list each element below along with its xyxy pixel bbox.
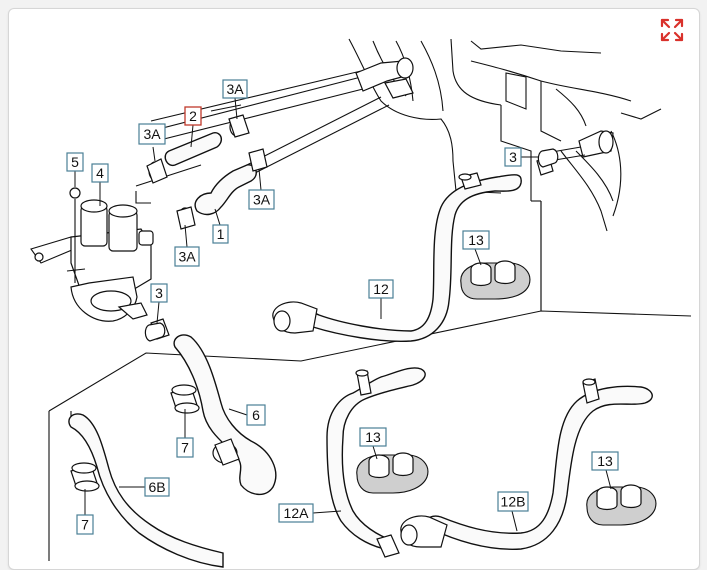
callout-3a-right: 3A: [248, 189, 275, 210]
svg-text:7: 7: [181, 440, 189, 456]
svg-text:1: 1: [217, 226, 225, 242]
grommet-13-right: [586, 484, 657, 526]
svg-text:5: 5: [71, 154, 79, 170]
callout-labels: 1 2 3A 3A 3A: [66, 79, 619, 535]
heater-hose-diagram: 1 2 3A 3A 3A: [30, 38, 692, 568]
svg-text:4: 4: [96, 165, 104, 181]
callout-6: 6: [246, 404, 266, 426]
callout-12: 12: [368, 279, 394, 299]
callout-3-right: 3: [504, 147, 522, 167]
callout-12a: 12A: [278, 503, 314, 523]
svg-text:3: 3: [509, 149, 517, 165]
grommet-13-top: [460, 260, 531, 300]
svg-text:3A: 3A: [178, 249, 196, 265]
callout-3-pump: 3: [150, 283, 168, 303]
hose-1: [176, 148, 268, 230]
svg-text:13: 13: [597, 453, 613, 469]
svg-text:13: 13: [468, 232, 484, 248]
svg-text:12B: 12B: [501, 494, 526, 510]
clamps: [144, 148, 559, 342]
plug-7-lower: [70, 462, 100, 492]
callout-4: 4: [91, 163, 109, 183]
diagram-card: 1 2 3A 3A 3A: [8, 8, 700, 570]
callout-12b: 12B: [497, 491, 529, 512]
svg-text:2: 2: [189, 108, 197, 124]
callout-3a-bottom: 3A: [174, 246, 200, 267]
callout-6b: 6B: [144, 477, 170, 497]
svg-text:12A: 12A: [284, 505, 310, 521]
callout-5: 5: [66, 152, 84, 172]
svg-text:3: 3: [155, 285, 163, 301]
callout-13-mid: 13: [359, 427, 387, 447]
hose-2: [146, 114, 250, 184]
expand-arrows-icon: [660, 18, 684, 42]
svg-text:13: 13: [365, 429, 381, 445]
diagram-viewer: 1 2 3A 3A 3A: [8, 8, 700, 570]
hose-12b: [400, 378, 653, 550]
control-valve-assembly: [30, 187, 154, 322]
callout-1: 1: [212, 224, 229, 244]
callout-7-upper: 7: [176, 437, 194, 458]
plug-7-upper: [170, 384, 200, 414]
leader-lines: [74, 97, 612, 532]
callout-3a-top: 3A: [222, 79, 248, 99]
svg-text:6: 6: [252, 407, 260, 423]
engine-bay-outline: [348, 38, 662, 311]
svg-text:7: 7: [81, 517, 89, 533]
callout-3a-left: 3A: [138, 123, 166, 145]
heater-pipes: [150, 57, 614, 178]
hose-12a: [326, 367, 426, 558]
callout-7-lower: 7: [76, 514, 94, 535]
expand-button[interactable]: [657, 15, 687, 45]
svg-text:12: 12: [373, 281, 389, 297]
svg-text:3A: 3A: [143, 126, 161, 142]
grommet-13-mid: [356, 452, 429, 494]
callout-2: 2: [184, 106, 202, 126]
svg-text:6B: 6B: [148, 479, 165, 495]
hose-12: [272, 156, 554, 343]
svg-text:3A: 3A: [253, 192, 271, 208]
svg-text:3A: 3A: [226, 81, 244, 97]
callout-13-top: 13: [462, 230, 490, 250]
callout-13-right: 13: [591, 451, 619, 471]
